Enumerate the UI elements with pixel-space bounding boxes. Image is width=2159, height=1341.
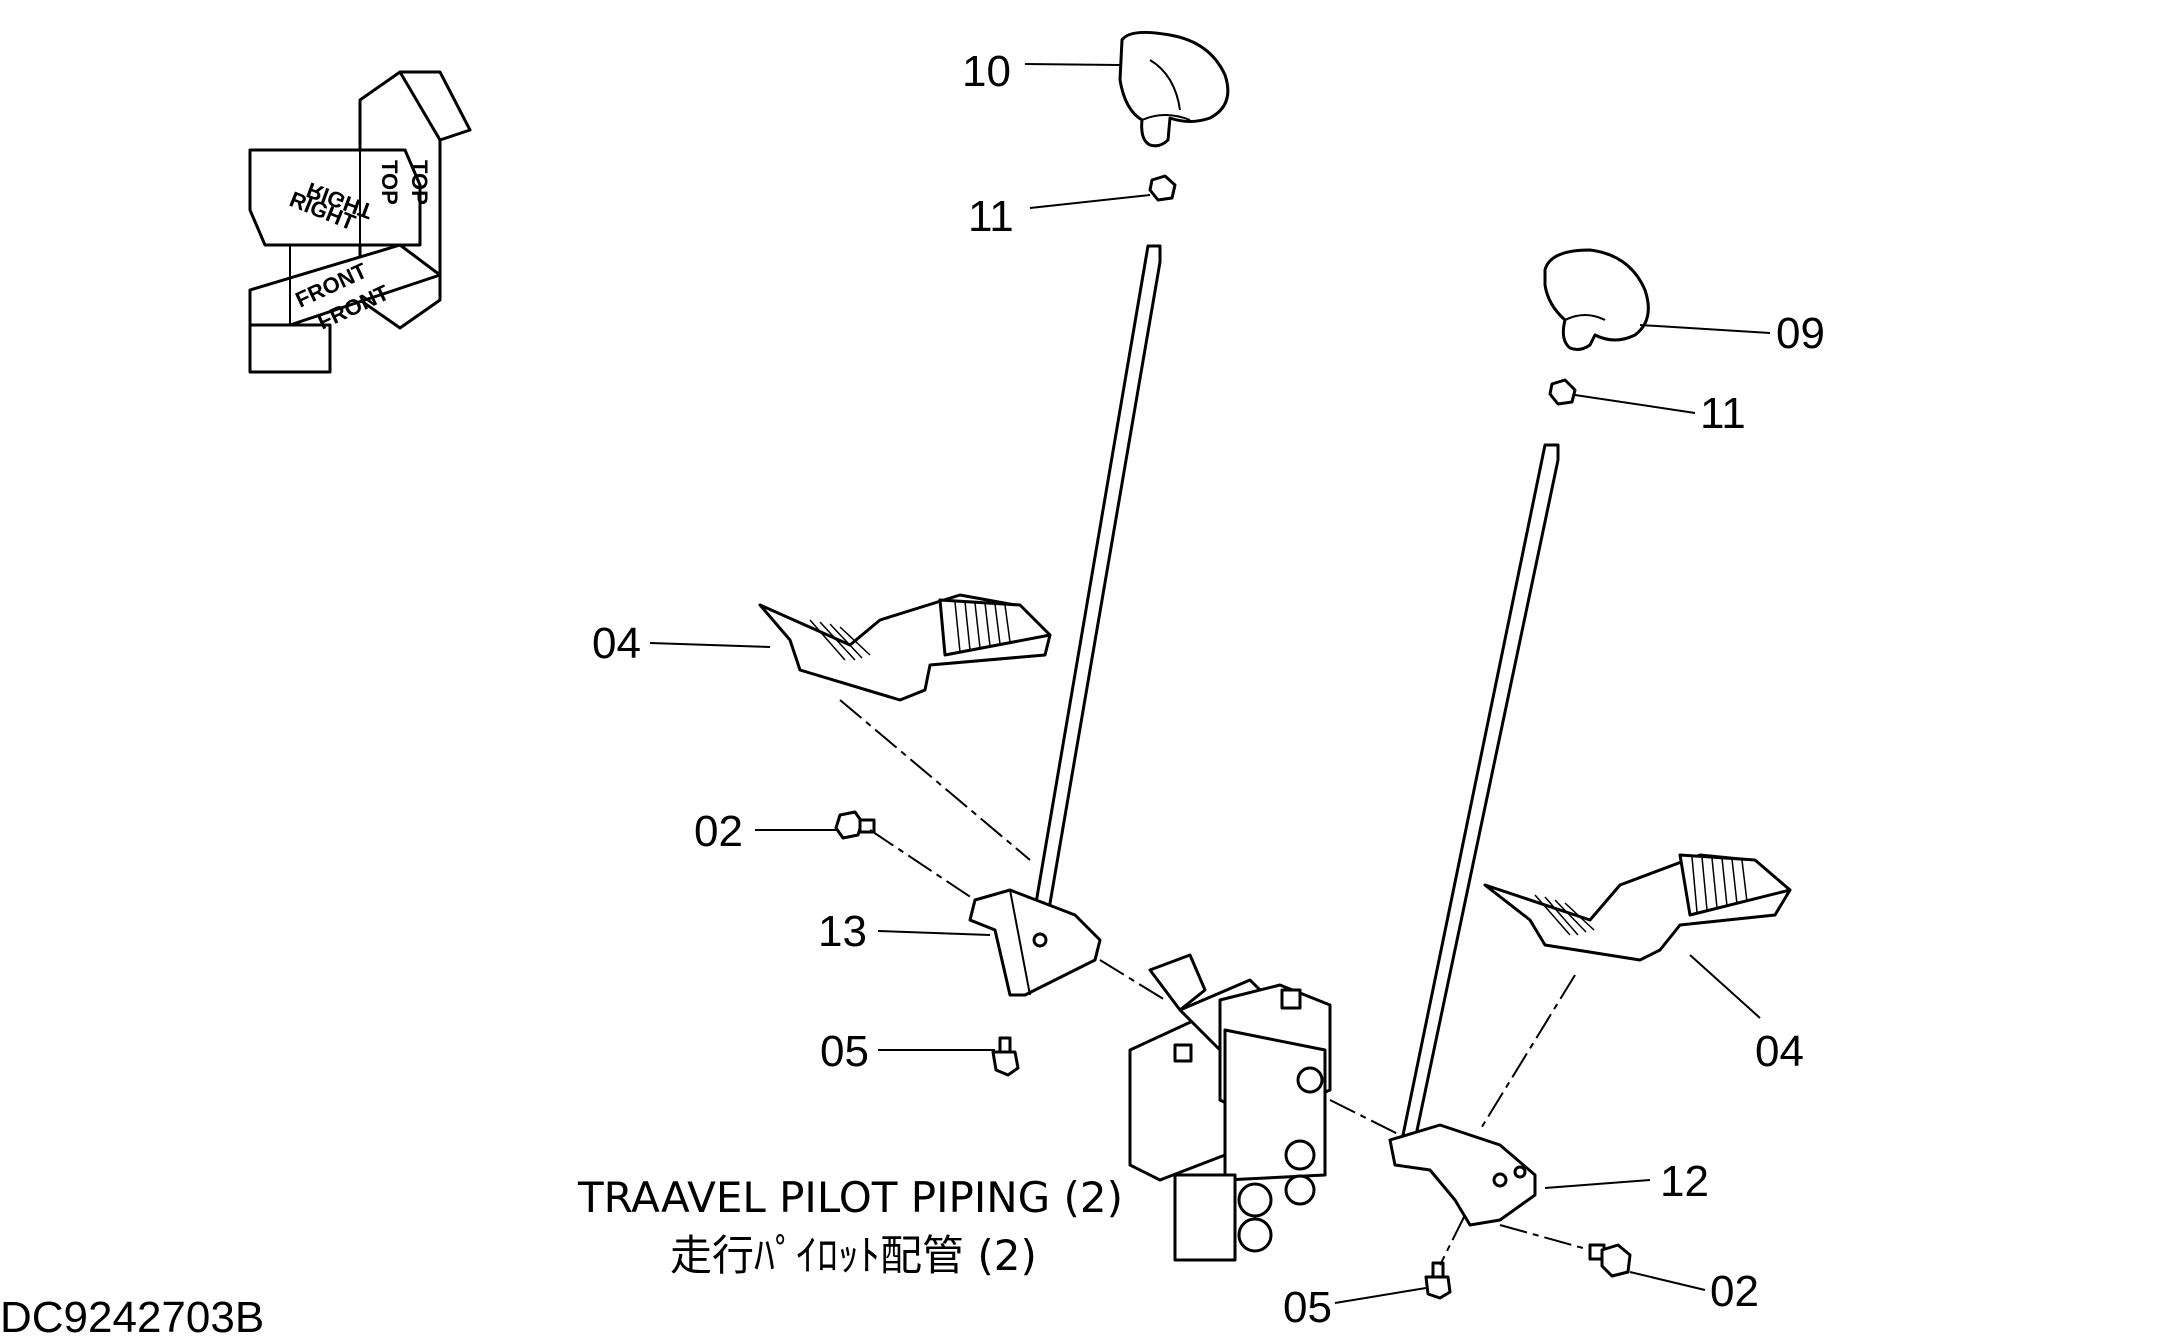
- callout-11-upper: 11: [968, 192, 1014, 241]
- callout-05-left: 05: [820, 1027, 869, 1076]
- pedal-part-04-right: [1483, 853, 1792, 962]
- assembly-centerlines: [839, 699, 1591, 1266]
- bolt-part-02-left: [834, 810, 876, 840]
- callout-11-lower: 11: [1700, 389, 1746, 438]
- caption-line-2: 走行ﾊﾟｲﾛｯﾄ配管 (2): [670, 1231, 1037, 1280]
- knob-part-09: [1543, 248, 1650, 351]
- nut-part-11-upper: [1148, 174, 1177, 202]
- leader-lines: [649, 63, 1771, 1304]
- drawing-id: DC9242703B: [0, 1293, 264, 1341]
- pilot-valve-body: [1128, 953, 1332, 1262]
- callout-02-right: 02: [1710, 1267, 1759, 1316]
- caption-line-1: TRAAVEL PILOT PIPING (2): [577, 1173, 1123, 1222]
- bracket-part-13: [968, 888, 1102, 997]
- callout-02-left: 02: [694, 807, 743, 856]
- bolt-part-02-right: [1588, 1243, 1632, 1278]
- bolt-part-05-left: [991, 1036, 1020, 1077]
- left-lever-rod: [1026, 244, 1162, 952]
- callout-10: 10: [962, 47, 1011, 96]
- callout-12: 12: [1660, 1157, 1709, 1206]
- callout-13: 13: [818, 907, 867, 956]
- cube-top-label: TOP: [377, 160, 402, 205]
- bolt-part-05-right: [1424, 1261, 1452, 1300]
- bracket-part-12: [1388, 1123, 1537, 1227]
- right-lever-rod: [1400, 443, 1560, 1142]
- pedal-part-04-left: [758, 593, 1052, 702]
- callout-04-right: 04: [1755, 1027, 1804, 1076]
- knob-part-10: [1118, 30, 1230, 148]
- orientation-cube: TOP TOP RIGHT RIGHT FRONT FRONT: [248, 70, 472, 374]
- callout-05-right: 05: [1283, 1283, 1332, 1332]
- callout-09: 09: [1776, 309, 1825, 358]
- nut-part-11-lower: [1548, 378, 1577, 406]
- cube-top-label-mirrored: TOP: [407, 160, 432, 205]
- callout-04-left: 04: [592, 619, 641, 668]
